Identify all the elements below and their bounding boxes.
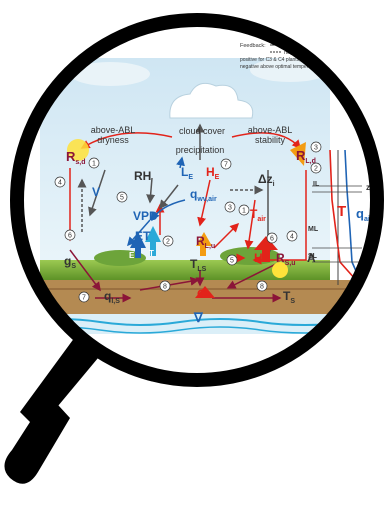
layer-ml: ML — [308, 226, 319, 233]
badge-2-right: 2 — [314, 166, 318, 173]
ground-heat-icon — [195, 286, 215, 298]
dryness-label-line2: dryness — [97, 135, 129, 145]
badge-1-left: 1 — [92, 161, 96, 168]
node-rld: RL,d — [296, 148, 316, 165]
node-v: V — [92, 185, 100, 199]
reflected-sun-icon — [272, 262, 288, 278]
node-vpd: VPD — [133, 209, 158, 223]
legend-note-temperature: negative above optimal temperature — [240, 64, 320, 70]
node-qls: ql,S — [104, 289, 120, 305]
temperature-profile-line — [329, 149, 357, 281]
badge-5-right: 5 — [230, 258, 234, 265]
humidity-profile-line — [344, 149, 361, 281]
badge-8-left: 8 — [163, 284, 167, 291]
badge-3-mid: 3 — [228, 205, 232, 212]
longwave-down-icon — [290, 142, 306, 166]
transpiration-icon — [145, 226, 161, 256]
badge-1-tair: 1 — [242, 208, 246, 215]
node-g: G — [197, 287, 206, 301]
node-tls: TLS — [190, 257, 207, 273]
feedback-arrows — [65, 123, 307, 303]
badge-2-et: 2 — [166, 239, 170, 246]
longwave-up-icon — [196, 232, 212, 256]
node-ts: TS — [283, 289, 295, 305]
node-t: T — [149, 249, 154, 258]
badge-5-left: 5 — [120, 195, 124, 202]
node-a: A — [307, 251, 316, 265]
evaporation-icon — [130, 232, 146, 258]
sun-icon — [67, 139, 89, 161]
cloud-cover-label: cloud cover — [179, 126, 225, 136]
soil-layer — [20, 280, 350, 314]
node-he: HE — [206, 165, 220, 181]
node-et: ET — [135, 229, 151, 243]
stability-label-line1: above-ABL — [248, 125, 293, 135]
dryness-label-line1: above-ABL — [91, 125, 136, 135]
profile-q-label: qair — [356, 206, 373, 223]
node-le: LE — [181, 165, 193, 181]
badge-7-top: 7 — [224, 162, 228, 169]
node-gradient: ∇ — [193, 310, 204, 325]
badge-6-left: 6 — [68, 233, 72, 240]
legend-title: Feedback: — [240, 43, 266, 49]
cloud-icon — [169, 82, 254, 119]
badge-4-left: 4 — [58, 180, 62, 187]
node-gs: gS — [64, 254, 76, 270]
node-rh: RH — [134, 169, 151, 183]
node-qwv: qwv,air — [190, 187, 217, 203]
flux-icons — [67, 139, 306, 298]
badge-4-right: 4 — [290, 234, 294, 241]
node-rsd: Rs,d — [66, 149, 86, 166]
node-labels: Rs,d RL,d RH LE HE Δzi V qwv,air VPD Tai… — [64, 148, 316, 325]
profile-panel — [312, 149, 362, 285]
node-h: H — [254, 251, 263, 265]
node-rsu: RS,u — [276, 251, 296, 267]
number-badges: 1 3 2 4 5 7 1 3 2 6 6 4 5 7 — [54, 141, 322, 303]
node-tair: Tair — [250, 207, 266, 223]
node-rlu: RL,u — [196, 234, 215, 250]
badge-3-right: 3 — [314, 145, 318, 152]
badge-6-right: 6 — [270, 236, 274, 243]
node-dzi: Δzi — [258, 172, 275, 188]
legend-note-c3c4: positive for C3 & C4 plants, negative fo… — [240, 57, 356, 63]
layer-sl: SL — [308, 253, 318, 260]
node-e: E — [129, 251, 135, 260]
sensible-heat-icon — [254, 236, 278, 262]
lens-content: Feedback: positive negative positive for… — [19, 43, 377, 334]
stability-label-line2: stability — [255, 135, 286, 145]
badge-7-bottom: 7 — [82, 295, 86, 302]
profile-t-label: T — [337, 203, 346, 220]
groundwater-layer — [20, 314, 360, 334]
magnifier-lens-ring — [10, 13, 384, 387]
badge-8-right: 8 — [260, 284, 264, 291]
layer-il: IL — [313, 181, 320, 188]
precipitation-label: precipitation — [176, 145, 225, 155]
